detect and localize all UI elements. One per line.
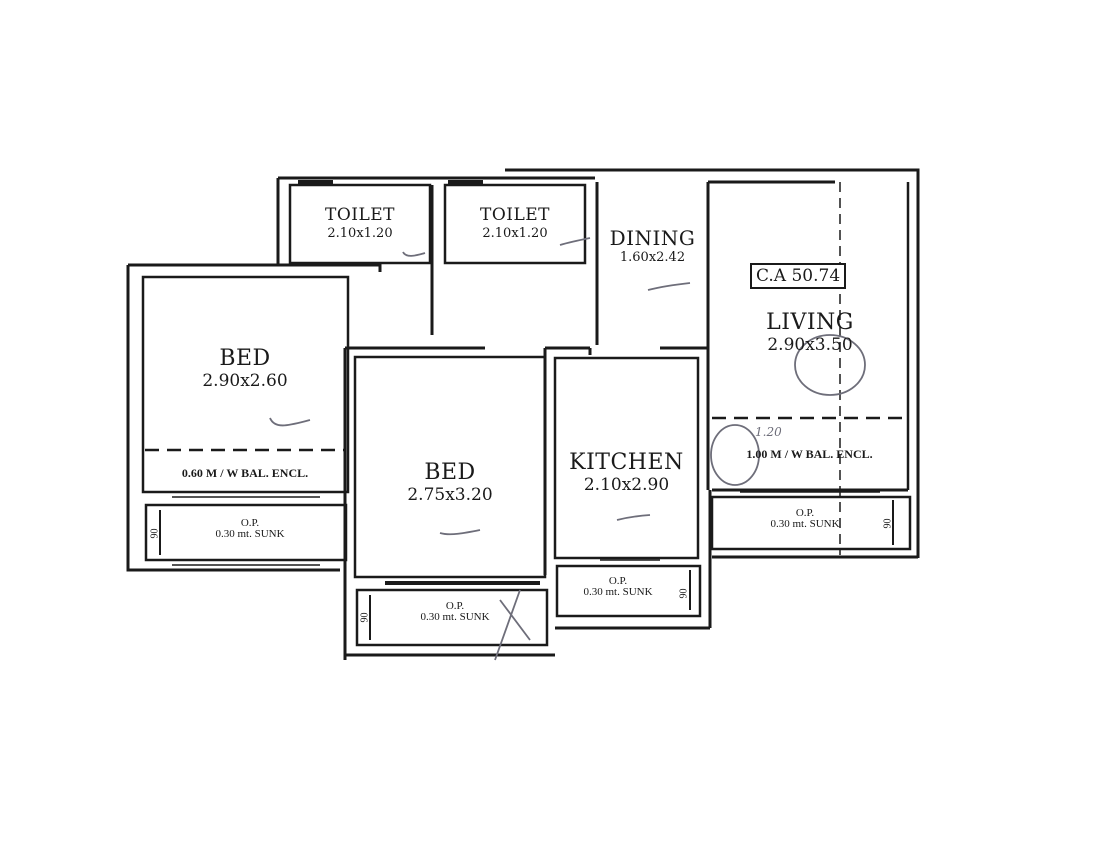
room-name: BED [424, 460, 476, 485]
room-dimensions: 2.75x3.20 [407, 485, 493, 505]
room-name: LIVING [766, 310, 854, 335]
handwritten-note: 1.20 [755, 425, 782, 439]
room-dimensions: 2.10x1.20 [482, 226, 548, 241]
room-toilet-1: TOILET 2.10x1.20 [290, 205, 430, 241]
open-plot-4: O.P. 0.30 mt. SUNK [735, 508, 875, 530]
op-title: O.P. [795, 507, 815, 519]
op-height-1: 90 [149, 528, 161, 539]
op-title: O.P. [240, 517, 260, 529]
room-name: BED [219, 346, 271, 371]
balcony-bed-1: 0.60 M / W BAL. ENCL. [181, 466, 309, 480]
room-living: LIVING 2.90x3.50 [740, 312, 880, 354]
op-desc: 0.30 mt. SUNK [770, 518, 840, 530]
op-height-4: 90 [882, 518, 894, 529]
room-dimensions: 2.90x3.50 [767, 335, 853, 355]
room-name: KITCHEN [569, 450, 684, 475]
op-desc: 0.30 mt. SUNK [215, 528, 285, 540]
room-dimensions: 2.10x2.90 [583, 475, 670, 495]
op-desc: 0.30 mt. SUNK [420, 611, 490, 623]
room-toilet-2: TOILET 2.10x1.20 [445, 205, 585, 241]
room-name: DINING [609, 226, 696, 250]
room-bed-1: BED 2.90x2.60 [175, 348, 315, 390]
room-dimensions: 2.10x1.20 [327, 226, 393, 241]
carpet-area-badge: C.A 50.74 [750, 263, 847, 289]
op-height-3: 90 [678, 588, 690, 599]
balcony-living: 1.00 M / W BAL. ENCL. [746, 447, 873, 461]
room-name: TOILET [324, 205, 396, 225]
open-plot-2: O.P. 0.30 mt. SUNK [375, 601, 535, 623]
room-dining: DINING 1.60x2.42 [597, 228, 708, 264]
op-height-2: 90 [359, 612, 371, 623]
room-dimensions: 1.60x2.42 [619, 250, 686, 265]
op-title: O.P. [608, 575, 628, 587]
room-bed-2: BED 2.75x3.20 [380, 462, 520, 504]
room-kitchen: KITCHEN 2.10x2.90 [555, 452, 698, 494]
room-name: TOILET [479, 205, 551, 225]
open-plot-3: O.P. 0.30 mt. SUNK [558, 576, 678, 598]
op-desc: 0.30 mt. SUNK [583, 586, 653, 598]
open-plot-1: O.P. 0.30 mt. SUNK [165, 518, 335, 540]
room-dimensions: 2.90x2.60 [202, 371, 288, 391]
op-title: O.P. [445, 600, 465, 612]
